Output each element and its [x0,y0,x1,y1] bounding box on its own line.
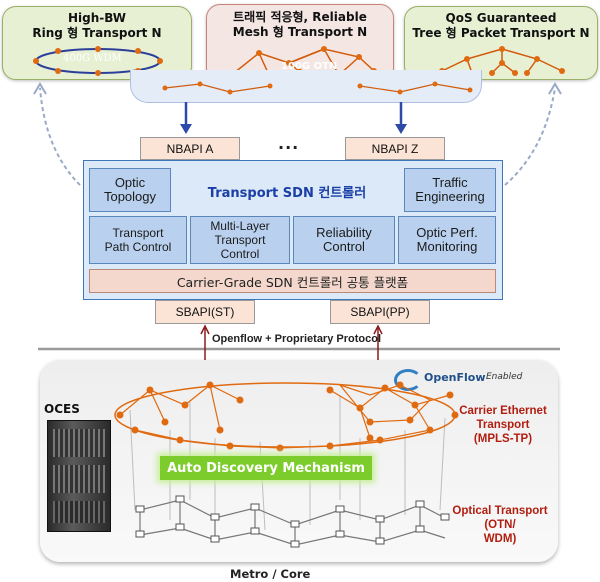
metro-core-caption: Metro / Core [230,567,311,581]
openflow-logo-suffix: Enabled [486,372,523,382]
oces-rack-image [47,420,111,532]
path-control-module: Transport Path Control [89,216,187,264]
mesh-link-label: 100G OTN [281,61,338,72]
optical-transport-nodes [135,495,450,548]
tree-network-title: QoS Guaranteed Tree 형 Packet Transport N [412,11,590,40]
nbapi-a-box: NBAPI A [140,137,240,160]
carrier-ethernet-nodes [116,381,459,452]
tree-network-cloud: QoS Guaranteed Tree 형 Packet Transport N [404,6,598,80]
mesh-network-title: 트래픽 적응형, Reliable Mesh 형 Transport N [232,10,368,39]
nbapi-z-box: NBAPI Z [345,137,445,160]
optic-perf-monitoring-module: Optic Perf. Monitoring [398,216,496,264]
carrier-ethernet-label: Carrier Ethernet Transport (MPLS-TP) [459,405,547,445]
sbapi-st-box: SBAPI(ST) [155,300,255,324]
ring-link-label: 400G WDM [63,53,122,64]
oces-label: OCES [44,402,80,416]
nbapi-ellipsis: ··· [278,138,300,157]
ring-network-graph [33,46,163,76]
optic-topology-module: Optic Topology [89,168,171,212]
common-platform-bar: Carrier-Grade SDN 컨트롤러 공통 플랫폼 [89,269,496,293]
sbapi-pp-box: SBAPI(PP) [330,300,430,324]
ring-network-title: High-BW Ring 형 Transport N [32,11,162,40]
optical-transport-label: Optical Transport (OTN/ WDM) [452,505,548,545]
multi-layer-control-module: Multi-Layer Transport Control [190,216,290,264]
controller-title: Transport SDN 컨트롤러 [207,186,367,201]
ring-network-cloud: High-BW Ring 형 Transport N 400G WDM [2,6,192,80]
openflow-logo-word: OpenFlow [424,371,486,384]
traffic-engineering-module: Traffic Engineering [404,168,496,212]
protocol-label: Openflow + Proprietary Protocol [212,333,382,345]
cloud-base-nodes [162,81,473,95]
auto-discovery-banner: Auto Discovery Mechanism [160,456,372,480]
reliability-control-module: Reliability Control [293,216,395,264]
